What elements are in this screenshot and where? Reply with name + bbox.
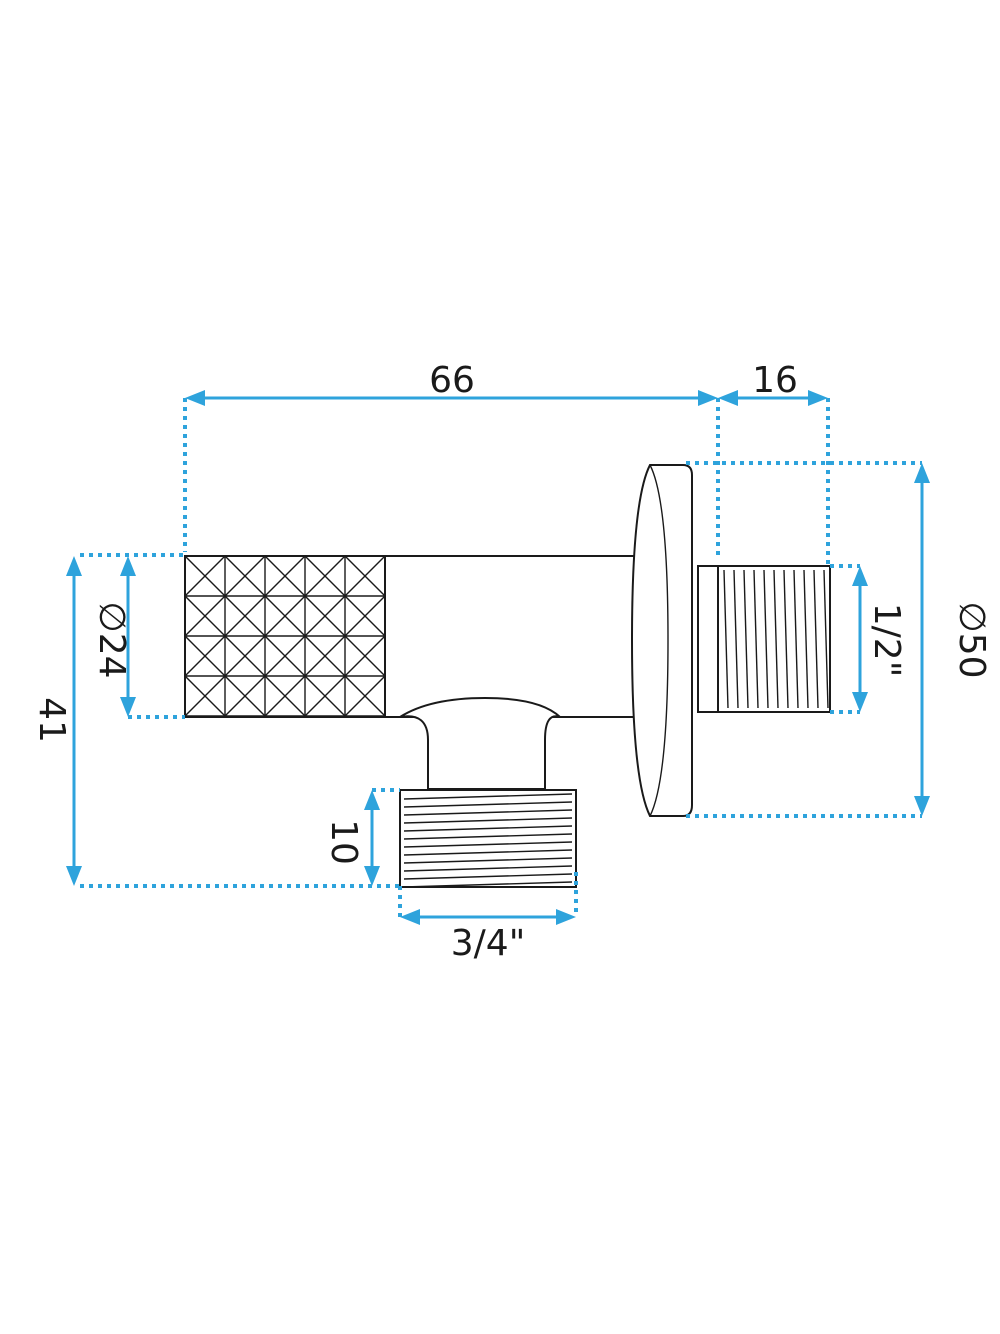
dim-label-outlet-thread: 1/2" [866, 603, 907, 678]
dim-label-total-height: 41 [31, 697, 72, 743]
inlet-thread-lines [403, 793, 573, 888]
dimension-inlet-thread-height: 10 [323, 788, 400, 886]
valve-body [184, 464, 831, 888]
dimension-handle-diameter: ∅24 [80, 553, 185, 719]
dimension-outlet-thread: 1/2" [830, 564, 907, 714]
dim-label-inlet-thread-height: 10 [323, 819, 364, 865]
outlet-thread-lines [723, 569, 829, 709]
dimension-thread-length: 16 [718, 360, 830, 566]
dimension-total-length: 66 [183, 360, 720, 560]
dim-label-inlet-thread: 3/4" [451, 923, 526, 964]
dim-label-thread-length: 16 [752, 360, 798, 401]
dimension-inlet-thread: 3/4" [398, 872, 578, 964]
dim-label-handle-diameter: ∅24 [91, 601, 132, 678]
dimension-total-height: 41 [31, 556, 400, 888]
valve-outlet-stem [399, 696, 561, 790]
valve-main-body [382, 555, 646, 718]
dim-label-total-length: 66 [429, 360, 475, 401]
dim-label-rosette-diameter: ∅50 [951, 601, 992, 678]
knurl-pattern [184, 555, 386, 717]
dimension-rosette-diameter: ∅50 [686, 461, 992, 818]
wall-rosette [630, 464, 693, 817]
